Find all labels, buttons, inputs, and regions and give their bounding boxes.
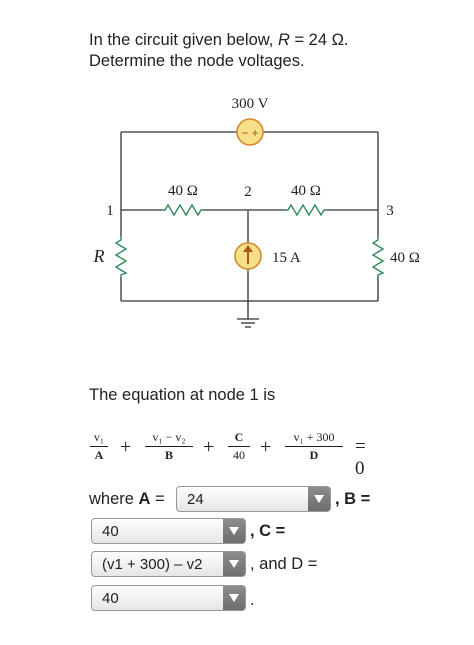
dropdown-C[interactable]: (v1 + 300) – v2 xyxy=(91,551,246,577)
fraction-v1-A: v₁ A xyxy=(90,430,108,463)
arrow-up-icon xyxy=(243,245,253,252)
resistor-R xyxy=(114,237,128,277)
where-A-label: where A = xyxy=(89,490,165,508)
chevron-down-icon xyxy=(308,487,330,511)
period: . xyxy=(250,591,255,609)
chevron-down-icon xyxy=(223,519,245,543)
current-source-label: 15 A xyxy=(272,250,301,266)
node-3-label: 3 xyxy=(386,203,394,219)
problem-statement: In the circuit given below, R = 24 Ω. De… xyxy=(89,30,349,72)
resistor-R-label: R xyxy=(93,246,105,266)
plus-sign: + xyxy=(203,436,215,458)
resistor-40-vertical xyxy=(371,237,385,277)
plus-sign: + xyxy=(120,436,132,458)
dropdown-D[interactable]: 40 xyxy=(91,585,246,611)
res-vertical-label: 40 Ω xyxy=(390,250,420,266)
voltage-source-icon xyxy=(236,118,264,146)
equals-zero: = 0 xyxy=(355,436,366,479)
B-label: , B = xyxy=(335,490,371,508)
problem-line-2: Determine the node voltages. xyxy=(89,52,305,70)
plus-sign: + xyxy=(260,436,272,458)
resistor-40-right xyxy=(285,203,327,217)
chevron-down-icon xyxy=(223,586,245,610)
voltage-source-polarity: − + xyxy=(241,126,258,140)
dropdown-B[interactable]: 40 xyxy=(91,518,246,544)
res-right-label: 40 Ω xyxy=(291,183,321,199)
node-1-heading: The equation at node 1 is xyxy=(89,386,276,404)
chevron-down-icon xyxy=(223,552,245,576)
C-label: , C = xyxy=(250,522,286,540)
node-1-label: 1 xyxy=(106,203,114,219)
res-left-label: 40 Ω xyxy=(168,183,198,199)
node-2-label: 2 xyxy=(244,184,252,200)
fraction-v1-300-D: v₁ + 300 D xyxy=(285,430,343,463)
voltage-source-label: 300 V xyxy=(232,96,269,112)
dropdown-A[interactable]: 24 xyxy=(176,486,331,512)
problem-line-1: In the circuit given below, R = 24 Ω. xyxy=(89,31,349,49)
resistor-40-left xyxy=(162,203,204,217)
fraction-v1-v2-B: v₁ − v₂ B xyxy=(145,430,193,463)
D-label: , and D = xyxy=(250,555,318,573)
fraction-C-40: C 40 xyxy=(228,430,250,463)
